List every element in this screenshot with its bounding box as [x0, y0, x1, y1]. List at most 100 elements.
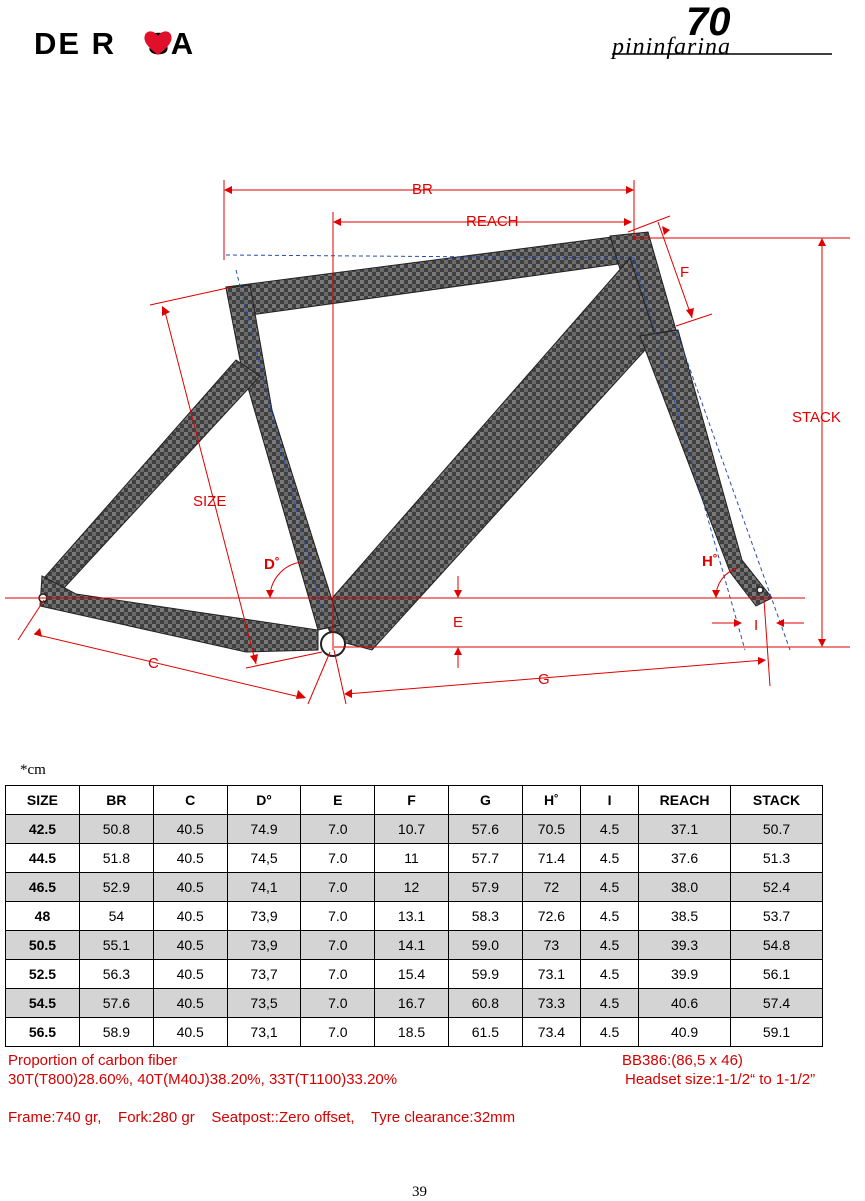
cell-size: 52.5 [5, 959, 80, 989]
cell-g: 58.3 [447, 901, 523, 931]
cell-d: 74,5 [226, 843, 302, 873]
carbon-title-note: Proportion of carbon fiber [8, 1052, 178, 1069]
cell-stack: 59.1 [730, 1017, 823, 1047]
cell-d: 73,9 [226, 901, 302, 931]
cell-g: 57.9 [447, 872, 523, 902]
cell-stack: 50.7 [730, 814, 823, 844]
cell-reach: 37.1 [638, 814, 732, 844]
header-e: E [300, 785, 376, 815]
label-f: F [680, 264, 690, 281]
cell-f: 11 [374, 843, 449, 873]
model-underline [612, 53, 832, 55]
cell-c: 40.5 [152, 901, 228, 931]
cell-f: 18.5 [374, 1017, 449, 1047]
cell-i: 4.5 [580, 930, 640, 960]
cell-g: 59.0 [447, 930, 523, 960]
cell-i: 4.5 [580, 872, 640, 902]
cell-e: 7.0 [300, 843, 376, 873]
headset-note: Headset size:1-1/2“ to 1-1/2” [625, 1071, 816, 1088]
cell-h: 71.4 [521, 843, 582, 873]
cell-d: 73,5 [226, 988, 302, 1018]
cell-reach: 39.9 [638, 959, 732, 989]
cell-f: 14.1 [374, 930, 449, 960]
cell-c: 40.5 [152, 872, 228, 902]
cell-br: 50.8 [78, 814, 154, 844]
specs-note: Frame:740 gr, Fork:280 gr Seatpost::Zero… [8, 1109, 516, 1126]
label-d-angle: D˚ [264, 556, 280, 573]
header-i: I [580, 785, 640, 815]
page-number: 39 [412, 1184, 427, 1200]
table-row: 50.5 55.1 40.5 73,9 7.0 14.1 59.0 73 4.5… [5, 930, 823, 960]
cell-f: 10.7 [374, 814, 449, 844]
cell-reach: 40.9 [638, 1017, 732, 1047]
cell-h: 73 [521, 930, 582, 960]
cell-h: 73.3 [521, 988, 582, 1018]
cell-c: 40.5 [152, 988, 228, 1018]
cell-h: 72 [521, 872, 582, 902]
table-row: 46.5 52.9 40.5 74,1 7.0 12 57.9 72 4.5 3… [5, 872, 823, 902]
table-header-row: SIZE BR C D° E F G H˚ I REACH STACK [5, 785, 823, 815]
cell-c: 40.5 [152, 959, 228, 989]
cell-e: 7.0 [300, 814, 376, 844]
cell-reach: 37.6 [638, 843, 732, 873]
cell-g: 57.7 [447, 843, 523, 873]
label-size: SIZE [193, 493, 227, 510]
label-stack: STACK [792, 409, 841, 426]
cell-c: 40.5 [152, 814, 228, 844]
header-g: G [447, 785, 523, 815]
cell-br: 55.1 [78, 930, 154, 960]
label-reach: REACH [466, 213, 519, 230]
header-reach: REACH [638, 785, 732, 815]
geometry-table: SIZE BR C D° E F G H˚ I REACH STACK 42.5… [5, 785, 823, 1047]
heart-icon [144, 31, 172, 55]
cell-br: 52.9 [78, 872, 154, 902]
cell-d: 74,1 [226, 872, 302, 902]
carbon-detail-note: 30T(T800)28.60%, 40T(M40J)38.20%, 33T(T1… [8, 1071, 398, 1088]
cell-f: 13.1 [374, 901, 449, 931]
cell-i: 4.5 [580, 1017, 640, 1047]
cell-stack: 53.7 [730, 901, 823, 931]
cell-e: 7.0 [300, 959, 376, 989]
table-row: 54.5 57.6 40.5 73,5 7.0 16.7 60.8 73.3 4… [5, 988, 823, 1018]
cell-stack: 52.4 [730, 872, 823, 902]
brand-text-left: DE R [34, 26, 117, 61]
model-name: pininfarina [612, 34, 732, 60]
cell-h: 73.1 [521, 959, 582, 989]
unit-note: *cm [20, 762, 46, 778]
cell-e: 7.0 [300, 930, 376, 960]
label-g: G [538, 671, 550, 688]
cell-d: 73,9 [226, 930, 302, 960]
cell-br: 56.3 [78, 959, 154, 989]
cell-reach: 38.0 [638, 872, 732, 902]
cell-d: 74.9 [226, 814, 302, 844]
header-d: D° [226, 785, 302, 815]
cell-size: 50.5 [5, 930, 80, 960]
cell-g: 61.5 [447, 1017, 523, 1047]
header-f: F [374, 785, 449, 815]
cell-g: 60.8 [447, 988, 523, 1018]
table-row: 48 54 40.5 73,9 7.0 13.1 58.3 72.6 4.5 3… [5, 901, 823, 931]
cell-e: 7.0 [300, 988, 376, 1018]
cell-h: 72.6 [521, 901, 582, 931]
label-h-angle: H˚ [702, 553, 718, 570]
cell-i: 4.5 [580, 814, 640, 844]
cell-reach: 38.5 [638, 901, 732, 931]
cell-br: 51.8 [78, 843, 154, 873]
cell-f: 12 [374, 872, 449, 902]
header-br: BR [78, 785, 154, 815]
cell-reach: 40.6 [638, 988, 732, 1018]
cell-g: 59.9 [447, 959, 523, 989]
cell-c: 40.5 [152, 843, 228, 873]
header-size: SIZE [5, 785, 80, 815]
header-c: C [152, 785, 228, 815]
cell-stack: 51.3 [730, 843, 823, 873]
cell-d: 73,1 [226, 1017, 302, 1047]
cell-stack: 56.1 [730, 959, 823, 989]
cell-f: 16.7 [374, 988, 449, 1018]
cell-e: 7.0 [300, 1017, 376, 1047]
cell-size: 44.5 [5, 843, 80, 873]
cell-i: 4.5 [580, 843, 640, 873]
cell-stack: 57.4 [730, 988, 823, 1018]
cell-c: 40.5 [152, 1017, 228, 1047]
